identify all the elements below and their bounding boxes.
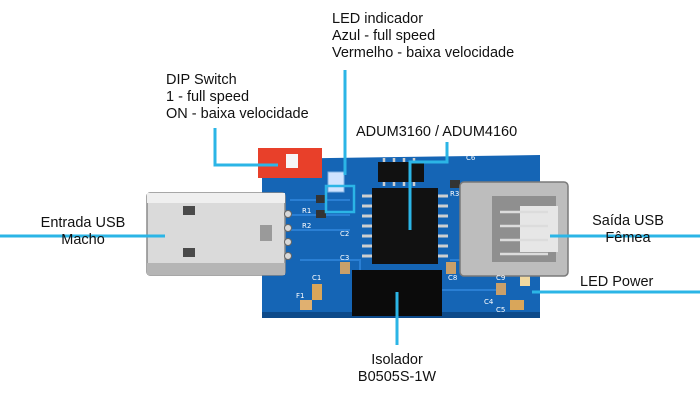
silk-c1: C1 — [312, 274, 321, 282]
callout-dip-switch: DIP Switch 1 - full speed ON - baixa vel… — [166, 72, 309, 123]
led-indicator-highlight — [324, 184, 356, 214]
leader-adum — [408, 142, 449, 230]
usb-out-type: Fêmea — [605, 230, 651, 246]
isolator-title: Isolador — [371, 352, 423, 368]
silk-c3: C3 — [340, 254, 349, 262]
usb-pin-3 — [284, 238, 292, 246]
usb-female-connector — [459, 181, 569, 277]
silk-r1: R1 — [302, 207, 311, 215]
usb-male-shell-bottom — [147, 263, 285, 275]
callout-usb-in: Entrada USB Macho — [28, 215, 138, 249]
silk-f1: F1 — [296, 292, 304, 300]
silk-c2: C2 — [340, 230, 349, 238]
adum-chip-pins-right — [438, 194, 448, 258]
usb-pin-4 — [284, 252, 292, 260]
silk-r2: R2 — [302, 222, 311, 230]
usb-pin-2 — [284, 224, 292, 232]
dip-switch-title: DIP Switch — [166, 72, 237, 88]
led-power-smd — [520, 276, 530, 286]
adum-label: ADUM3160 / ADUM4160 — [356, 124, 518, 140]
silk-c9: C9 — [496, 274, 505, 282]
usb-male-hole-1 — [183, 206, 195, 215]
silk-c5: C5 — [496, 306, 505, 314]
small-chip — [378, 162, 424, 182]
usb-in-type: Macho — [61, 232, 105, 248]
smd-components — [300, 180, 530, 310]
dip-switch — [258, 148, 322, 178]
led-indicator — [327, 171, 345, 193]
resistor-r2 — [316, 210, 326, 218]
callout-led-power: LED Power — [580, 274, 653, 291]
silk-r3: R3 — [450, 190, 459, 198]
usb-male-hole-2 — [183, 248, 195, 257]
usb-male-tab — [260, 225, 272, 241]
fuse-f1 — [300, 300, 312, 310]
resistor-r1 — [316, 195, 326, 203]
leader-dip-switch — [213, 128, 278, 167]
capacitor-c3 — [340, 262, 350, 274]
callout-isolator: Isolador B0505S-1W — [340, 352, 454, 386]
silk-c6: C6 — [466, 154, 476, 162]
silk-c4: C4 — [484, 298, 494, 306]
usb-male-shell-shade — [147, 193, 285, 203]
silkscreen-labels: C6 R1 R2 C1 C2 C3 F1 C4 C5 C8 C9 R3 — [296, 154, 505, 314]
led-indicator-title: LED indicador — [332, 11, 424, 27]
capacitor-c8 — [446, 262, 456, 274]
usb-pin-1 — [284, 210, 292, 218]
adum-chip-body — [372, 188, 438, 264]
usb-female-springs — [500, 210, 548, 256]
usb-in-title: Entrada USB — [40, 215, 126, 231]
capacitor-c9 — [496, 283, 506, 295]
callout-usb-out: Saída USB Fêmea — [578, 213, 678, 247]
usb-male-connector — [146, 192, 292, 276]
usb-out-title: Saída USB — [592, 213, 664, 229]
leader-lines — [0, 70, 700, 345]
usb-female-tongue — [520, 206, 558, 252]
led-power-label: LED Power — [580, 274, 654, 290]
callout-led-indicator: LED indicador Azul - full speed Vermelho… — [332, 11, 514, 62]
resistor-r3 — [450, 180, 460, 188]
capacitor-c1 — [312, 284, 322, 300]
adum-chip — [362, 188, 448, 264]
isolator-model: B0505S-1W — [357, 369, 437, 385]
dip-switch-lever — [286, 154, 298, 168]
dip-switch-option-on: ON - baixa velocidade — [166, 106, 309, 122]
small-chip-pins — [382, 158, 416, 186]
led-indicator-blue: Azul - full speed — [332, 28, 436, 44]
led-indicator-red: Vermelho - baixa velocidade — [332, 45, 515, 61]
callout-adum: ADUM3160 / ADUM4160 — [356, 124, 517, 141]
silk-c8: C8 — [448, 274, 457, 282]
dip-switch-option-1: 1 - full speed — [166, 89, 250, 105]
adum-chip-pins-left — [362, 194, 372, 258]
capacitor-c5 — [510, 300, 524, 310]
